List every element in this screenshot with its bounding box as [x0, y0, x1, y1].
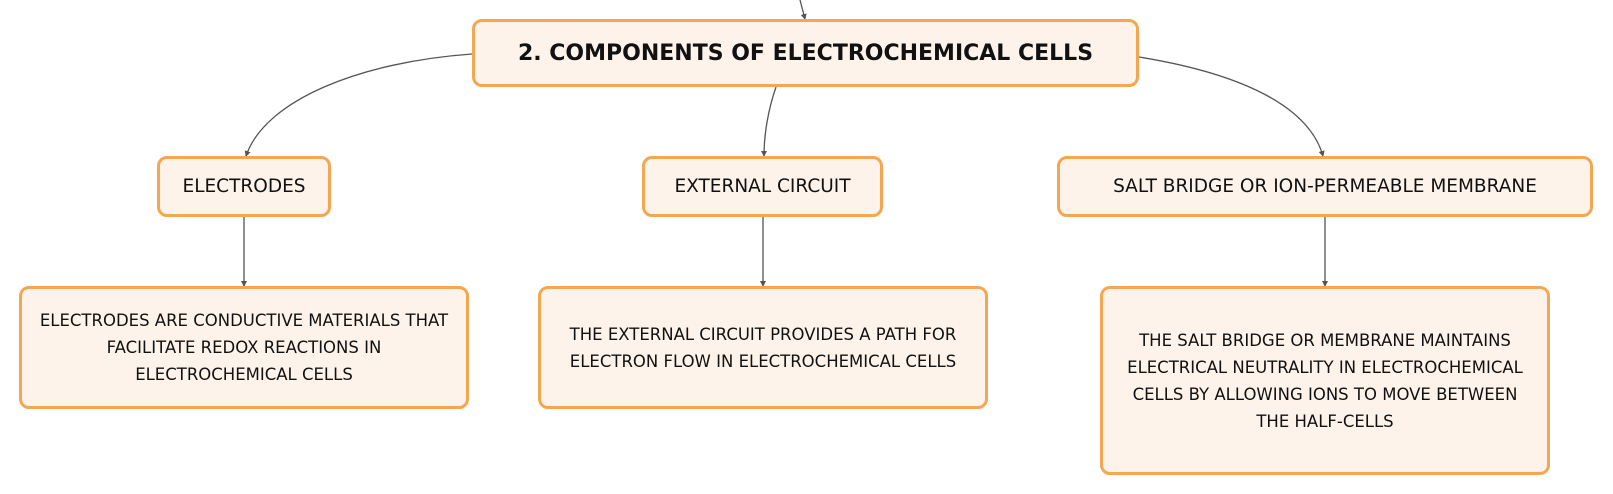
topic-node-external-circuit[interactable]: EXTERNAL CIRCUIT	[642, 156, 883, 217]
detail-node-salt-bridge[interactable]: THE SALT BRIDGE OR MEMBRANE MAINTAINS EL…	[1100, 286, 1550, 475]
detail-node-external-circuit[interactable]: THE EXTERNAL CIRCUIT PROVIDES A PATH FOR…	[538, 286, 988, 409]
incoming-connector	[799, 0, 807, 20]
connector-root-to-external-circuit	[761, 86, 777, 157]
connector-root-to-electrodes	[244, 53, 473, 157]
topic-node-electrodes[interactable]: ELECTRODES	[157, 156, 331, 217]
root-node[interactable]: 2. COMPONENTS OF ELECTROCHEMICAL CELLS	[472, 19, 1139, 87]
detail-node-electrodes[interactable]: ELECTRODES ARE CONDUCTIVE MATERIALS THAT…	[19, 286, 469, 409]
detail-text-external-circuit: THE EXTERNAL CIRCUIT PROVIDES A PATH FOR…	[569, 324, 957, 371]
topic-label-external-circuit: EXTERNAL CIRCUIT	[674, 176, 851, 197]
topic-node-salt-bridge[interactable]: SALT BRIDGE OR ION-PERMEABLE MEMBRANE	[1057, 156, 1593, 217]
topic-label-electrodes: ELECTRODES	[182, 176, 306, 197]
detail-text-salt-bridge: THE SALT BRIDGE OR MEMBRANE MAINTAINS EL…	[1127, 330, 1523, 431]
root-title: 2. COMPONENTS OF ELECTROCHEMICAL CELLS	[517, 40, 1094, 66]
connector-root-to-salt-bridge	[1138, 56, 1325, 157]
detail-text-electrodes: ELECTRODES ARE CONDUCTIVE MATERIALS THAT…	[39, 311, 449, 384]
topic-label-salt-bridge: SALT BRIDGE OR ION-PERMEABLE MEMBRANE	[1113, 176, 1537, 197]
